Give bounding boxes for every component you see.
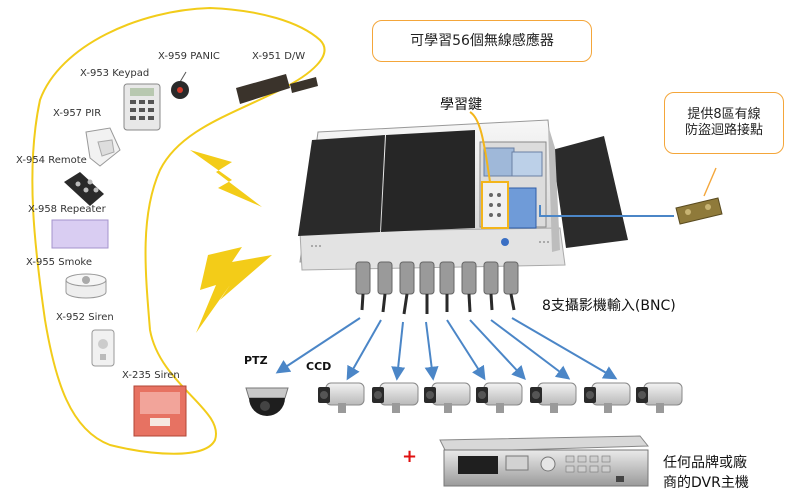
wireless-bolt-icon-lower <box>196 247 272 333</box>
plus-sign: + <box>402 446 417 467</box>
learn-key-label: 學習鍵 <box>440 97 482 113</box>
remote-icon <box>64 172 104 206</box>
sensor-label-x959: X-959 PANIC <box>158 51 220 62</box>
callout-wired-zones: 提供8區有線 防盜迴路接點 <box>664 92 784 154</box>
sensor-label-x235: X-235 Siren <box>122 370 180 381</box>
dvr-unit-icon <box>439 435 650 487</box>
smoke-detector-icon <box>65 273 107 299</box>
sensor-label-x955: X-955 Smoke <box>26 257 93 268</box>
sensor-label-x953: X-953 Keypad <box>80 68 150 79</box>
callout-wired-zones-line1: 提供8區有線 <box>687 107 761 122</box>
sensor-label-x954: X-954 Remote <box>16 155 87 166</box>
panel-lid-open <box>552 136 628 248</box>
wireless-bolt-icon-upper <box>190 150 262 207</box>
sensor-label-x958: X-958 Repeater <box>28 204 106 215</box>
sensor-label-x957: X-957 PIR <box>53 108 102 119</box>
ptz-label: PTZ <box>244 354 268 367</box>
door-window-sensor-icon <box>236 74 318 104</box>
terminal-block-icon <box>675 197 723 225</box>
repeater-icon <box>51 219 109 249</box>
panel-lid-left <box>298 135 385 236</box>
siren-box-icon <box>133 385 187 437</box>
dvr-label-line1: 任何品牌或廠 <box>663 455 747 471</box>
callout-learn-56-sensors: 可學習56個無線感應器 <box>372 20 592 62</box>
dvr-label-line2: 商的DVR主機 <box>663 475 749 491</box>
ccd-cameras <box>318 382 683 413</box>
pir-sensor-icon <box>85 127 121 167</box>
callout-wired-zones-line2: 防盜迴路接點 <box>684 123 763 138</box>
sensor-label-x952: X-952 Siren <box>56 312 114 323</box>
ptz-dome-camera-icon <box>245 387 289 416</box>
learn-key-highlight <box>481 181 509 229</box>
bnc-connectors <box>355 261 519 295</box>
callout-learn-56-text: 可學習56個無線感應器 <box>410 33 554 49</box>
camera-arrows <box>275 317 618 381</box>
ccd-label: CCD <box>306 360 332 373</box>
sensor-label-x951: X-951 D/W <box>252 51 306 62</box>
sensor-group-outline <box>31 6 326 455</box>
panic-button-icon <box>171 71 189 99</box>
alarm-panel <box>298 119 628 315</box>
panel-lid-middle <box>381 130 475 232</box>
keypad-icon <box>123 83 161 131</box>
siren-icon <box>91 329 115 367</box>
bnc-input-label: 8支攝影機輸入(BNC) <box>542 298 676 314</box>
